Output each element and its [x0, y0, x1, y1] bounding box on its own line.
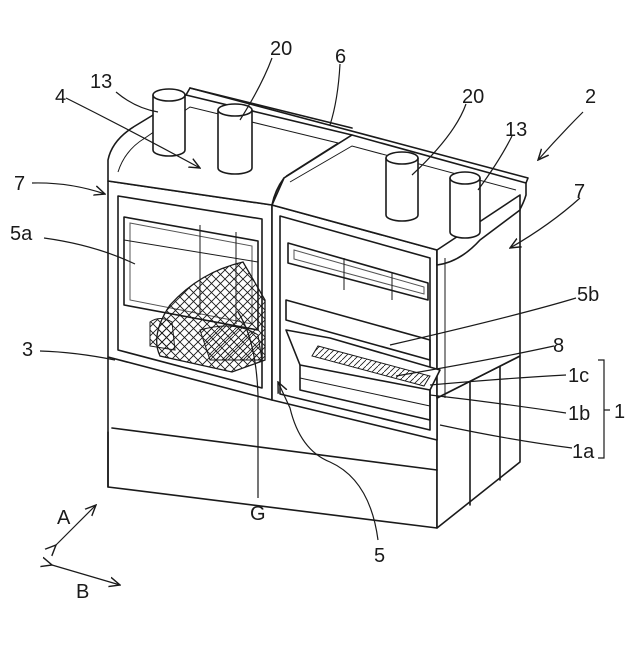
label-1b: 1b — [568, 403, 590, 425]
label-1c: 1c — [568, 365, 589, 387]
label-7-left: 7 — [14, 173, 25, 195]
pipe-20-right — [386, 152, 418, 221]
label-6: 6 — [335, 46, 346, 68]
label-5a: 5a — [10, 223, 33, 245]
label-8: 8 — [553, 335, 564, 357]
pipe-13-right — [450, 172, 480, 238]
label-13-left: 13 — [90, 71, 112, 93]
label-5b: 5b — [577, 284, 599, 306]
label-2: 2 — [585, 86, 596, 108]
label-1: 1 — [614, 401, 625, 423]
label-7-right: 7 — [574, 181, 585, 203]
label-G: G — [250, 503, 266, 525]
pipe-20-left — [218, 104, 252, 174]
label-5: 5 — [374, 545, 385, 567]
label-20-left: 20 — [270, 38, 292, 60]
label-A: A — [57, 507, 71, 529]
label-1a: 1a — [572, 441, 595, 463]
label-3: 3 — [22, 339, 33, 361]
label-20-right: 20 — [462, 86, 484, 108]
label-4: 4 — [55, 86, 66, 108]
label-B: B — [76, 581, 89, 603]
label-13-right: 13 — [505, 119, 527, 141]
